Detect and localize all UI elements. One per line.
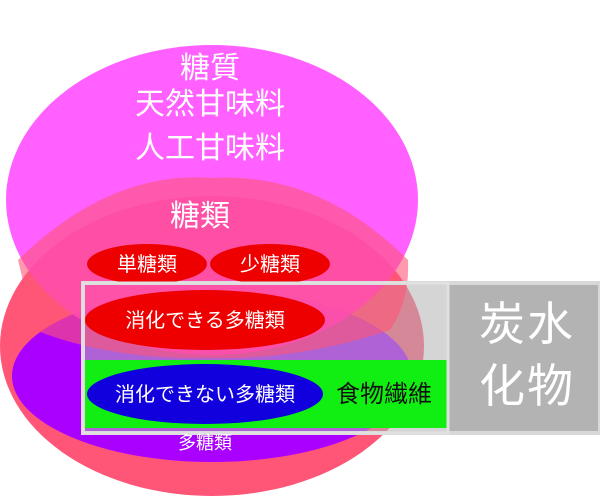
- indigestible-ellipse: [87, 364, 323, 424]
- shoutourui-label: 少糖類: [240, 252, 300, 276]
- carbohydrate-label-line2: 化物: [479, 359, 575, 413]
- natural-sweetener-label: 天然甘味料: [135, 87, 285, 122]
- polysaccharide-label: 多糖類: [178, 433, 232, 454]
- digestible-ellipse: [85, 290, 325, 350]
- indigestible-label: 消化できない多糖類: [115, 382, 295, 406]
- fiber-label: 食物繊維: [336, 380, 432, 408]
- shoutourui-ellipse: [210, 244, 330, 284]
- carbohydrate-region-right: [448, 283, 600, 433]
- tourui-title: 糖類: [170, 199, 230, 234]
- carbohydrate-label-line1: 炭水: [479, 297, 575, 351]
- carbohydrate-inner-border: [81, 281, 450, 435]
- tantourui-label: 単糖類: [117, 252, 177, 276]
- tantourui-ellipse: [87, 244, 207, 284]
- artificial-sweetener-label: 人工甘味料: [135, 131, 285, 166]
- tousitsu-title: 糖質: [180, 51, 240, 86]
- digestible-label: 消化できる多糖類: [125, 308, 285, 332]
